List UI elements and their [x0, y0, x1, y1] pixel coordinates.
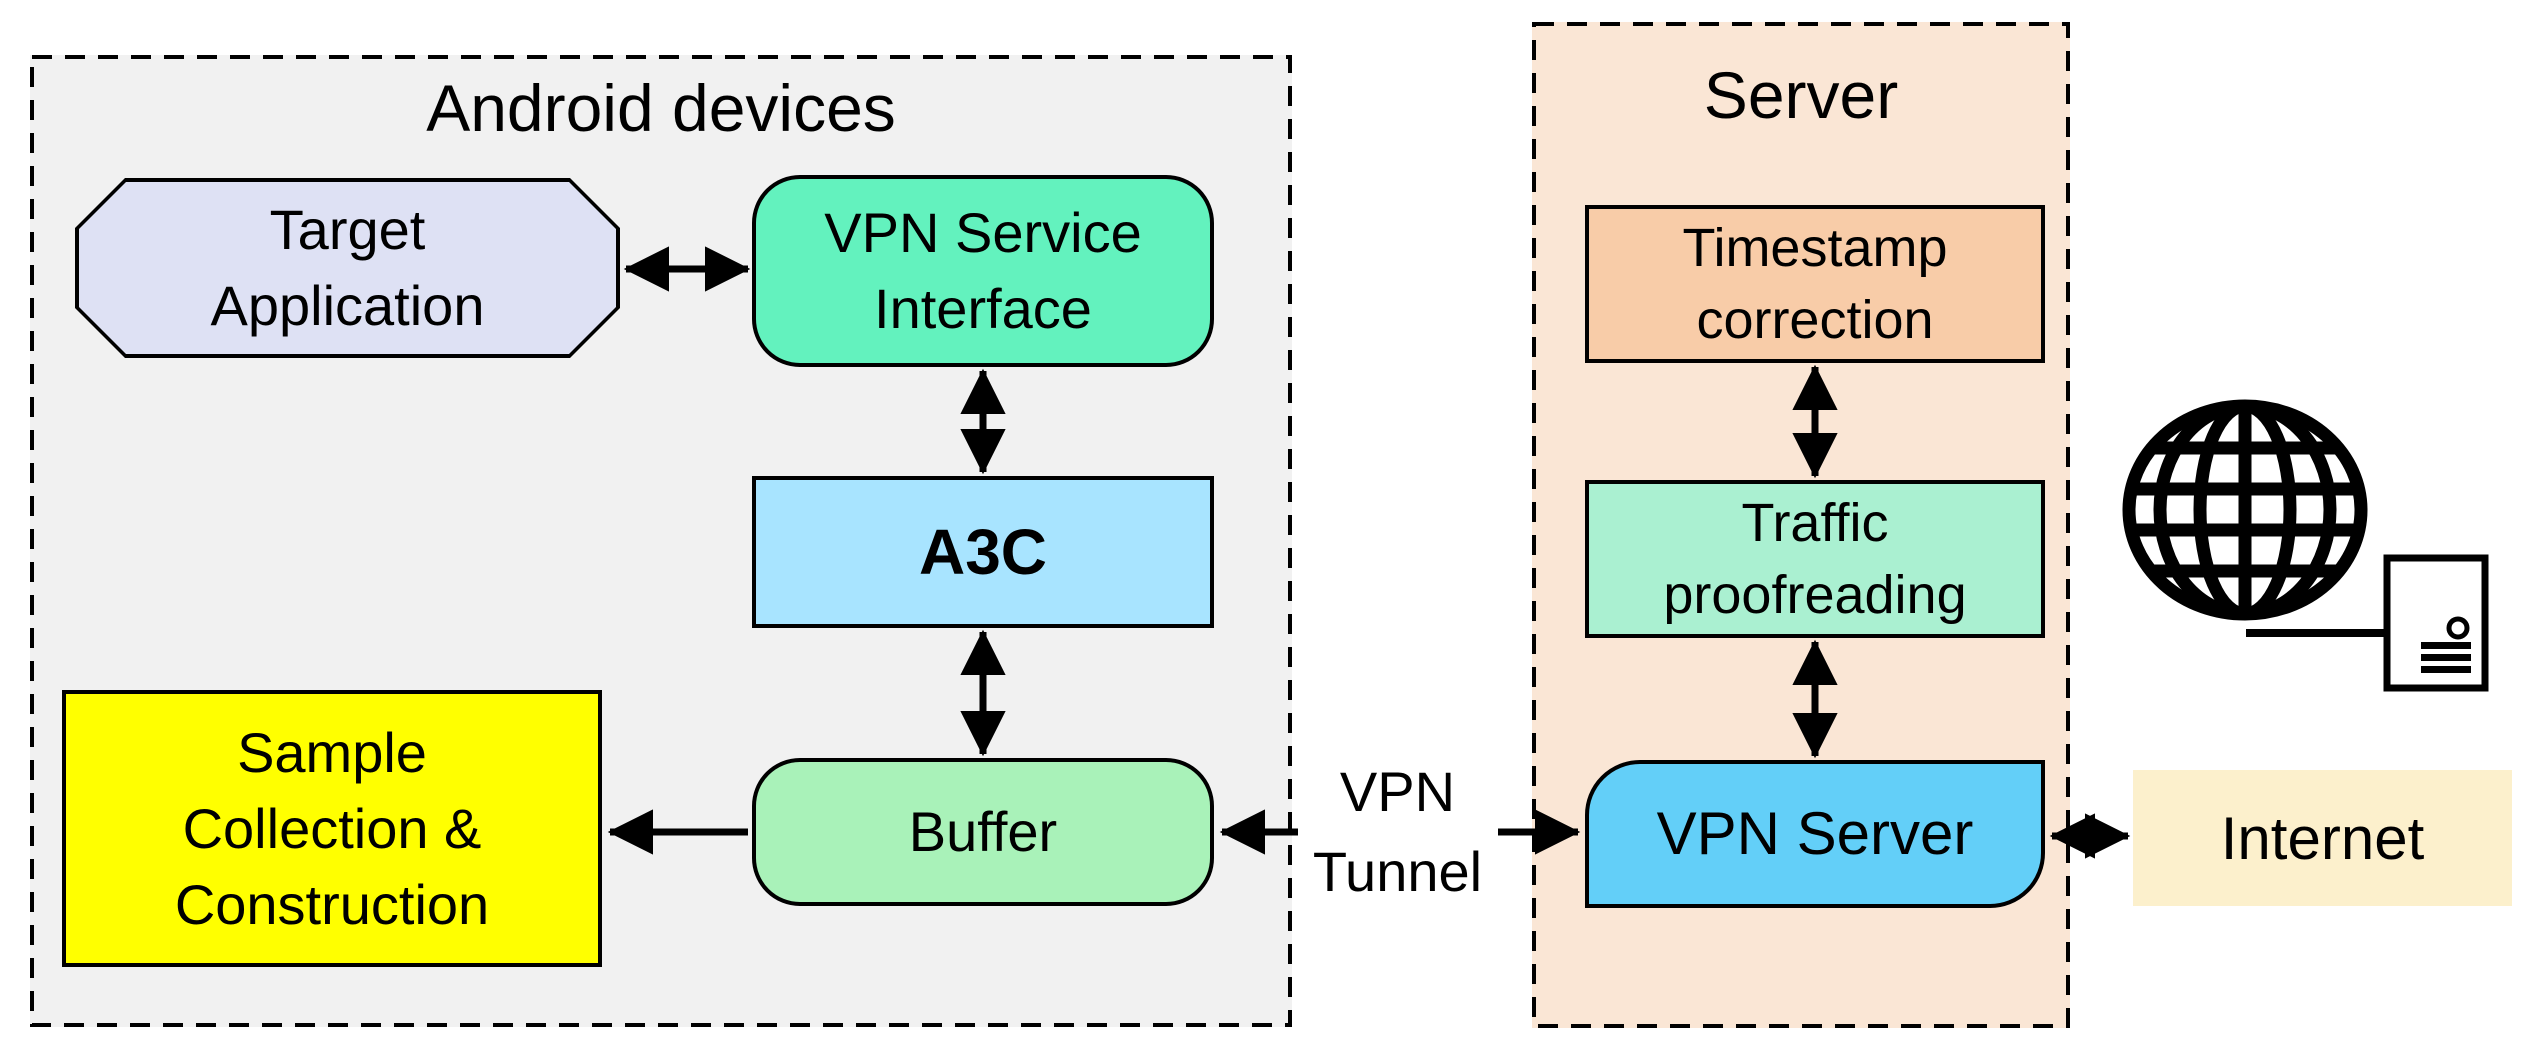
android-devices-title: Android devices	[426, 71, 896, 145]
node-timestamp-correction: Timestamp correction	[1585, 205, 2045, 363]
node-traffic-proofreading: Traffic proofreading	[1585, 480, 2045, 638]
globe-icon	[2122, 399, 2368, 621]
node-vpn-service-interface: VPN Service Interface	[752, 175, 1214, 367]
target-application-label: Target Application	[210, 198, 485, 337]
node-vpn-server: VPN Server	[1585, 760, 2045, 908]
node-buffer: Buffer	[752, 758, 1214, 906]
server-tower-icon	[2246, 554, 2489, 692]
vpn-tunnel-label: VPN Tunnel	[1312, 760, 1483, 903]
node-a3c: A3C	[752, 476, 1214, 628]
internet-illustration	[2110, 380, 2520, 720]
server-title: Server	[1703, 58, 1899, 132]
node-sample-collection: Sample Collection & Construction	[62, 690, 602, 967]
internet-label: Internet	[2133, 770, 2512, 906]
node-target-application: Target Application	[75, 178, 620, 358]
